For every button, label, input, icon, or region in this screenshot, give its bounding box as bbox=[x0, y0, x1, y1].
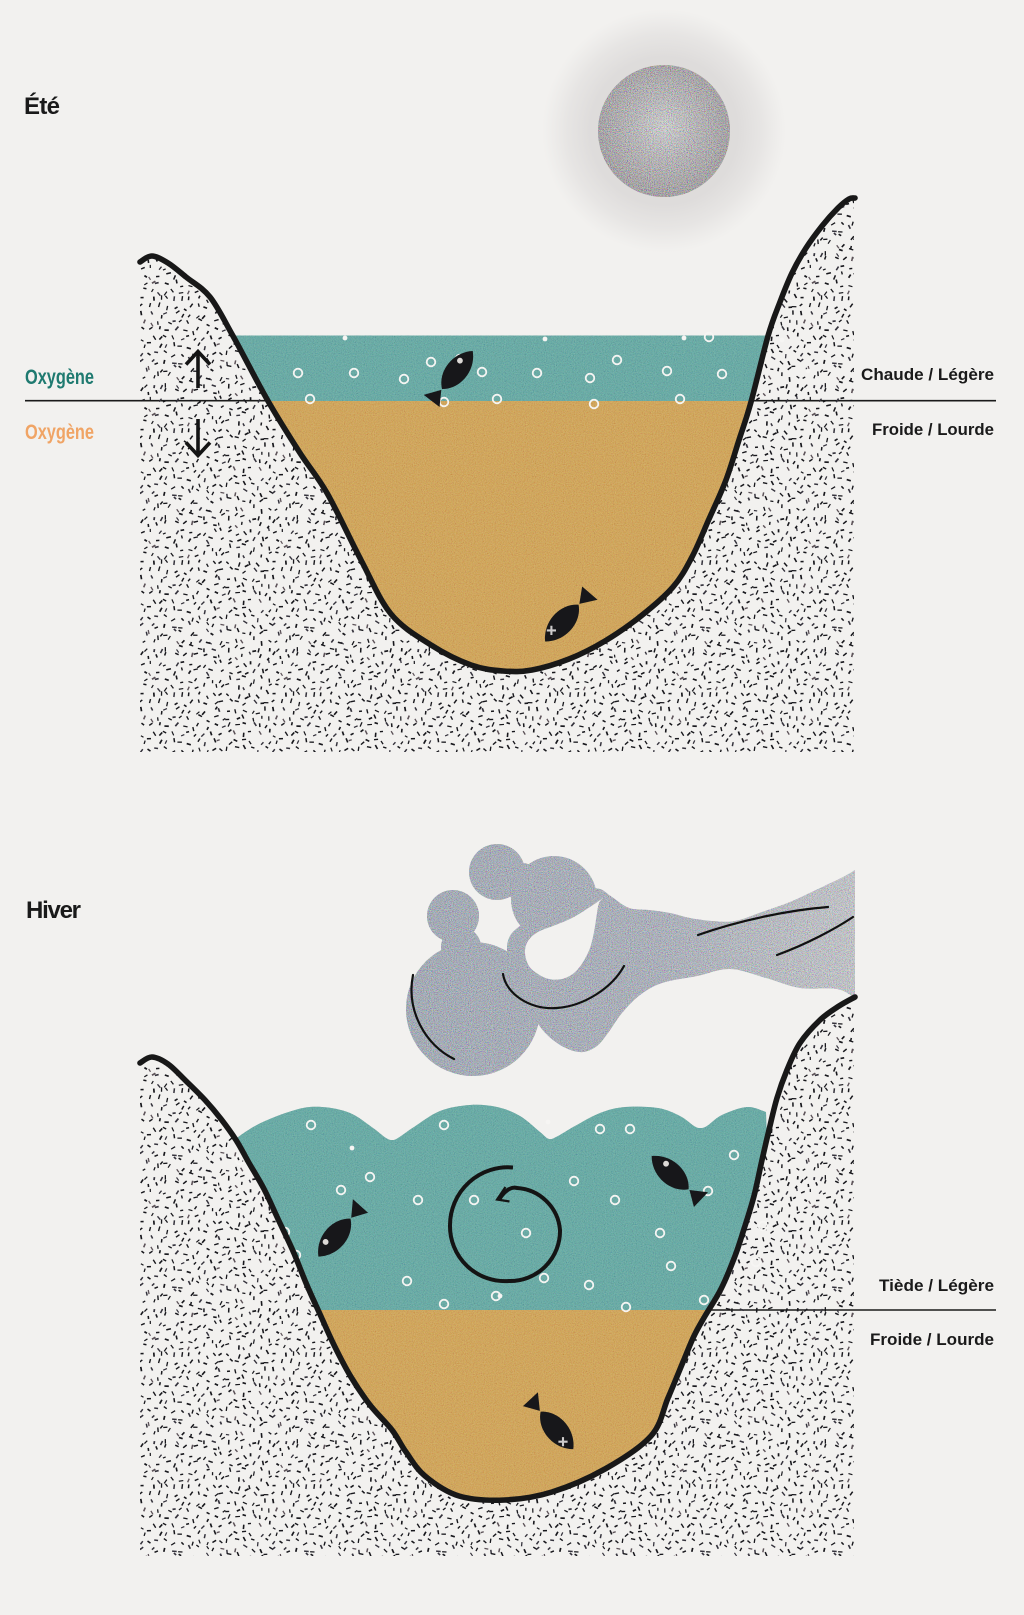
svg-text:Froide / Lourde: Froide / Lourde bbox=[872, 420, 994, 439]
svg-text:Froide / Lourde: Froide / Lourde bbox=[870, 1330, 994, 1349]
svg-text:Hiver: Hiver bbox=[26, 897, 81, 924]
svg-text:Oxygène: Oxygène bbox=[25, 366, 94, 389]
svg-text:Tiède / Légère: Tiède / Légère bbox=[879, 1276, 994, 1295]
svg-text:Été: Été bbox=[24, 92, 60, 120]
svg-text:Oxygène: Oxygène bbox=[25, 421, 94, 444]
svg-text:Chaude / Légère: Chaude / Légère bbox=[861, 365, 994, 384]
